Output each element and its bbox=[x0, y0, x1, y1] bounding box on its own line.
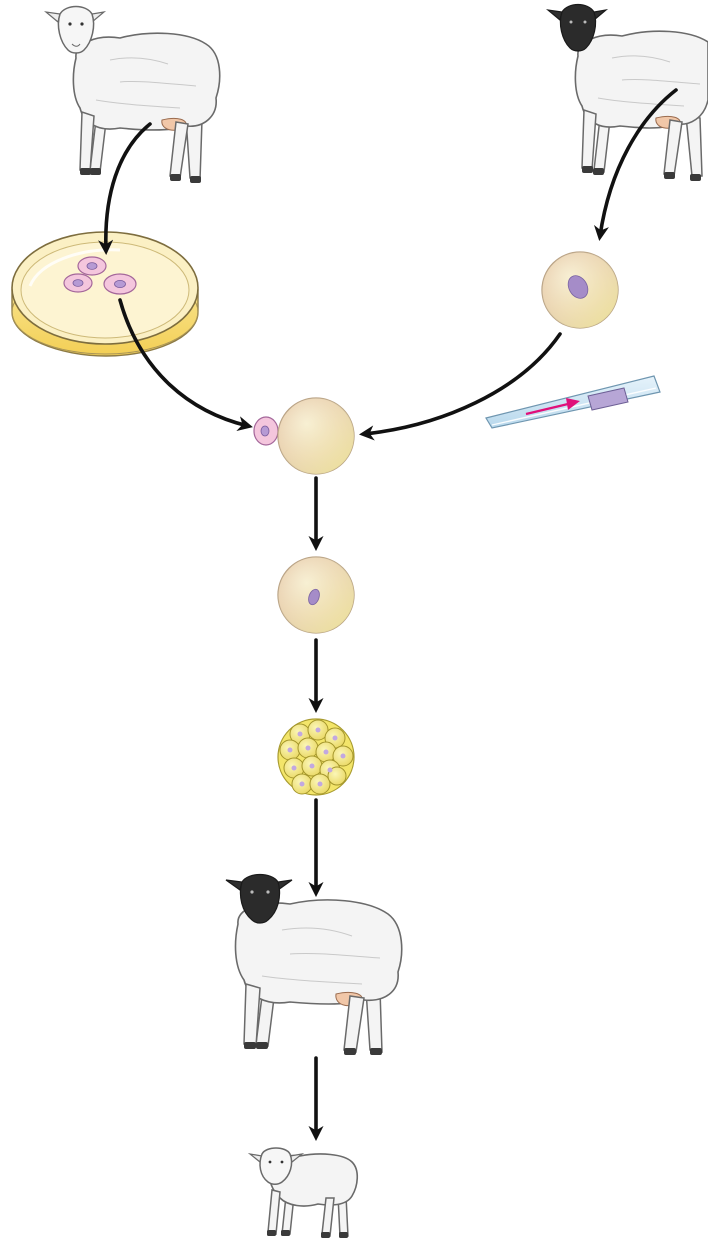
lamb-icon bbox=[250, 1148, 357, 1238]
egg-donor-sheep bbox=[548, 5, 708, 182]
embryo-icon bbox=[278, 719, 354, 795]
donor-sheep bbox=[46, 7, 220, 184]
micropipette-icon bbox=[486, 376, 660, 428]
surrogate-sheep bbox=[226, 875, 402, 1056]
reconstructed-egg-icon bbox=[278, 557, 354, 633]
arrow-donor-to-dish bbox=[106, 124, 150, 250]
egg-cell-icon bbox=[542, 252, 618, 328]
fused-egg-icon bbox=[254, 398, 354, 474]
